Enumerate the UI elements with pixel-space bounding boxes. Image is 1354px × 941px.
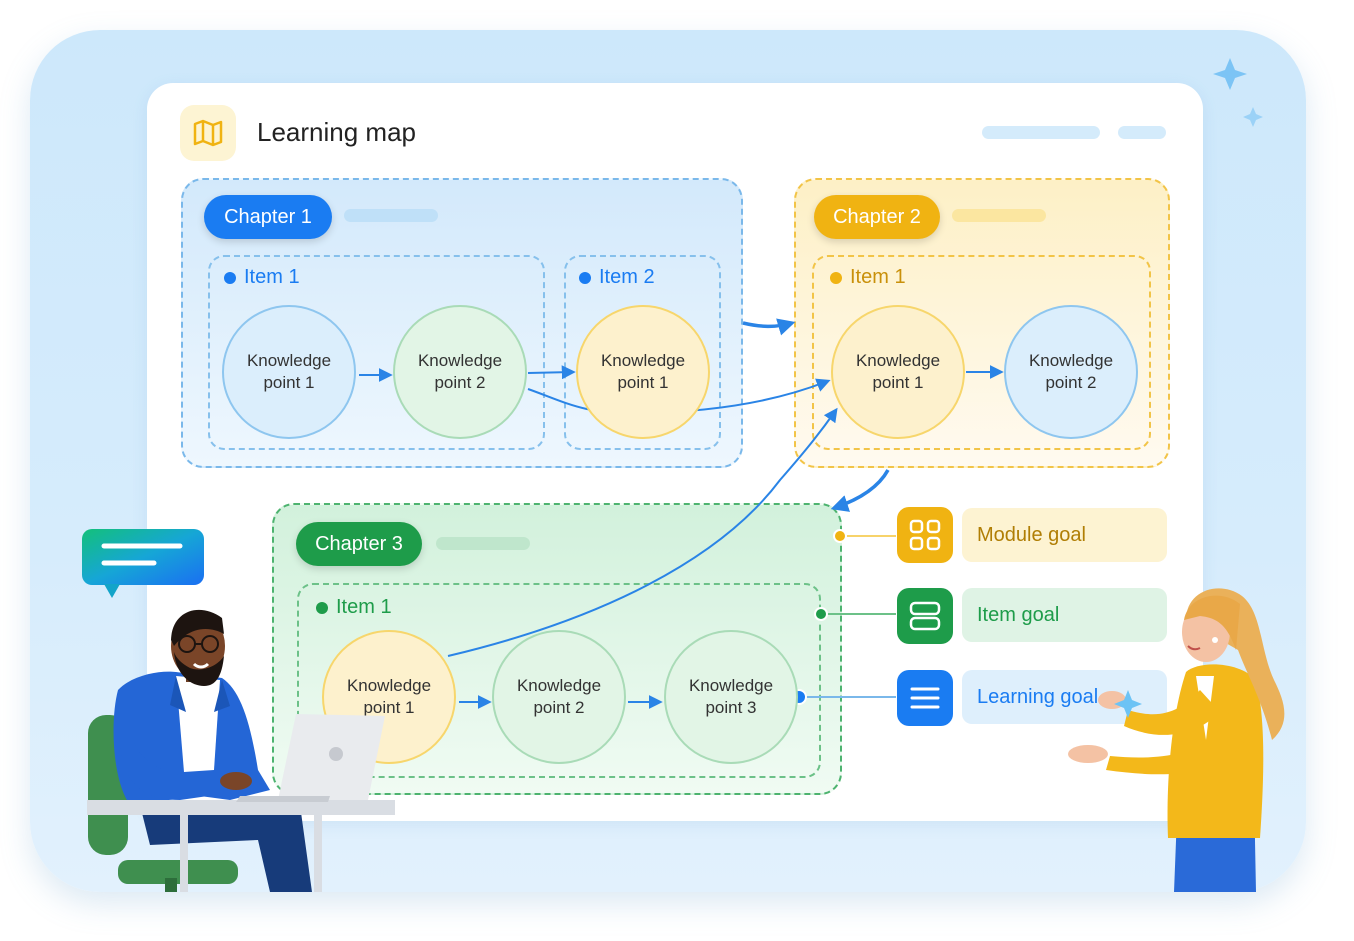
item-dot xyxy=(579,271,591,284)
sparkle-icon xyxy=(1243,107,1263,127)
stack-icon xyxy=(897,588,953,644)
item-dot xyxy=(224,271,236,284)
item-label-text: Item 1 xyxy=(850,266,906,288)
chapter-1-item-1-label: Item 1 xyxy=(224,266,300,289)
item-goal-anchor xyxy=(814,607,828,621)
chapter-3-item-1-label: Item 1 xyxy=(316,596,392,619)
item-dot xyxy=(830,271,842,284)
list-icon xyxy=(897,670,953,726)
item-goal-box[interactable]: Item goal xyxy=(962,588,1167,642)
module-goal-box[interactable]: Module goal xyxy=(962,508,1167,562)
chapter-2-item-1-label: Item 1 xyxy=(830,266,906,289)
chapter-1-item-2-label: Item 2 xyxy=(579,266,655,289)
chapter-1-placeholder-bar xyxy=(344,209,438,222)
header-placeholder-bar xyxy=(1118,126,1166,139)
connector-c3kp1-c2kp1 xyxy=(447,407,838,657)
chapter-2-item-1-region xyxy=(812,255,1151,450)
chapter-2-chip[interactable]: Chapter 2 xyxy=(814,195,940,239)
sparkle-icon xyxy=(1213,58,1247,90)
grid-icon xyxy=(897,507,953,563)
chapter-1-item-1-region xyxy=(208,255,545,450)
item-label-text: Item 1 xyxy=(244,266,300,288)
chapter-1-chip[interactable]: Chapter 1 xyxy=(204,195,332,239)
chapter-3-item-1-region xyxy=(297,583,821,778)
chapter-3-chip[interactable]: Chapter 3 xyxy=(296,522,422,566)
connector-chapter1-chapter2 xyxy=(742,318,796,336)
chat-bubble-icon xyxy=(82,529,204,598)
header-placeholder-bar xyxy=(982,126,1100,139)
module-goal-anchor xyxy=(833,529,847,543)
connector-chapter2-chapter3 xyxy=(830,469,890,512)
chapter-3-placeholder-bar xyxy=(436,537,530,550)
item-dot xyxy=(316,601,328,614)
chapter-1-item-2-region xyxy=(564,255,721,450)
woman-presenting-illustration xyxy=(1068,588,1285,892)
map-icon xyxy=(180,105,236,161)
item-label-text: Item 1 xyxy=(336,596,392,618)
connector-c1kp2-c1i2kp1 xyxy=(527,365,576,380)
chapter-2-placeholder-bar xyxy=(952,209,1046,222)
page-title: Learning map xyxy=(257,117,416,147)
item-label-text: Item 2 xyxy=(599,266,655,288)
man-at-desk-illustration xyxy=(87,609,395,892)
